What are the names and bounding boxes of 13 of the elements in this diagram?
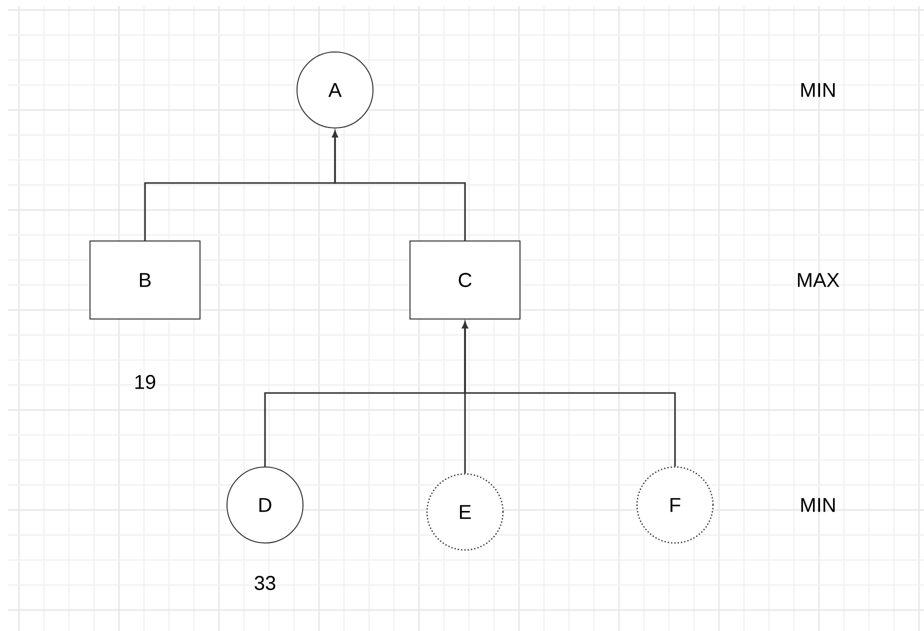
circle-node: A [296, 52, 374, 128]
circle-node: F [636, 466, 714, 544]
box-node: B [90, 240, 200, 320]
connector-arrow [462, 322, 676, 466]
value-label: 33 [254, 576, 276, 590]
box-node: C [410, 240, 520, 320]
level-label: MAX [798, 273, 840, 287]
value-label: 19 [135, 374, 156, 390]
connector-arrow [332, 130, 466, 240]
circle-node: E [426, 473, 504, 551]
level-label: MIN [801, 498, 835, 512]
level-label: MIN [801, 83, 835, 97]
circle-node: D [226, 466, 304, 544]
